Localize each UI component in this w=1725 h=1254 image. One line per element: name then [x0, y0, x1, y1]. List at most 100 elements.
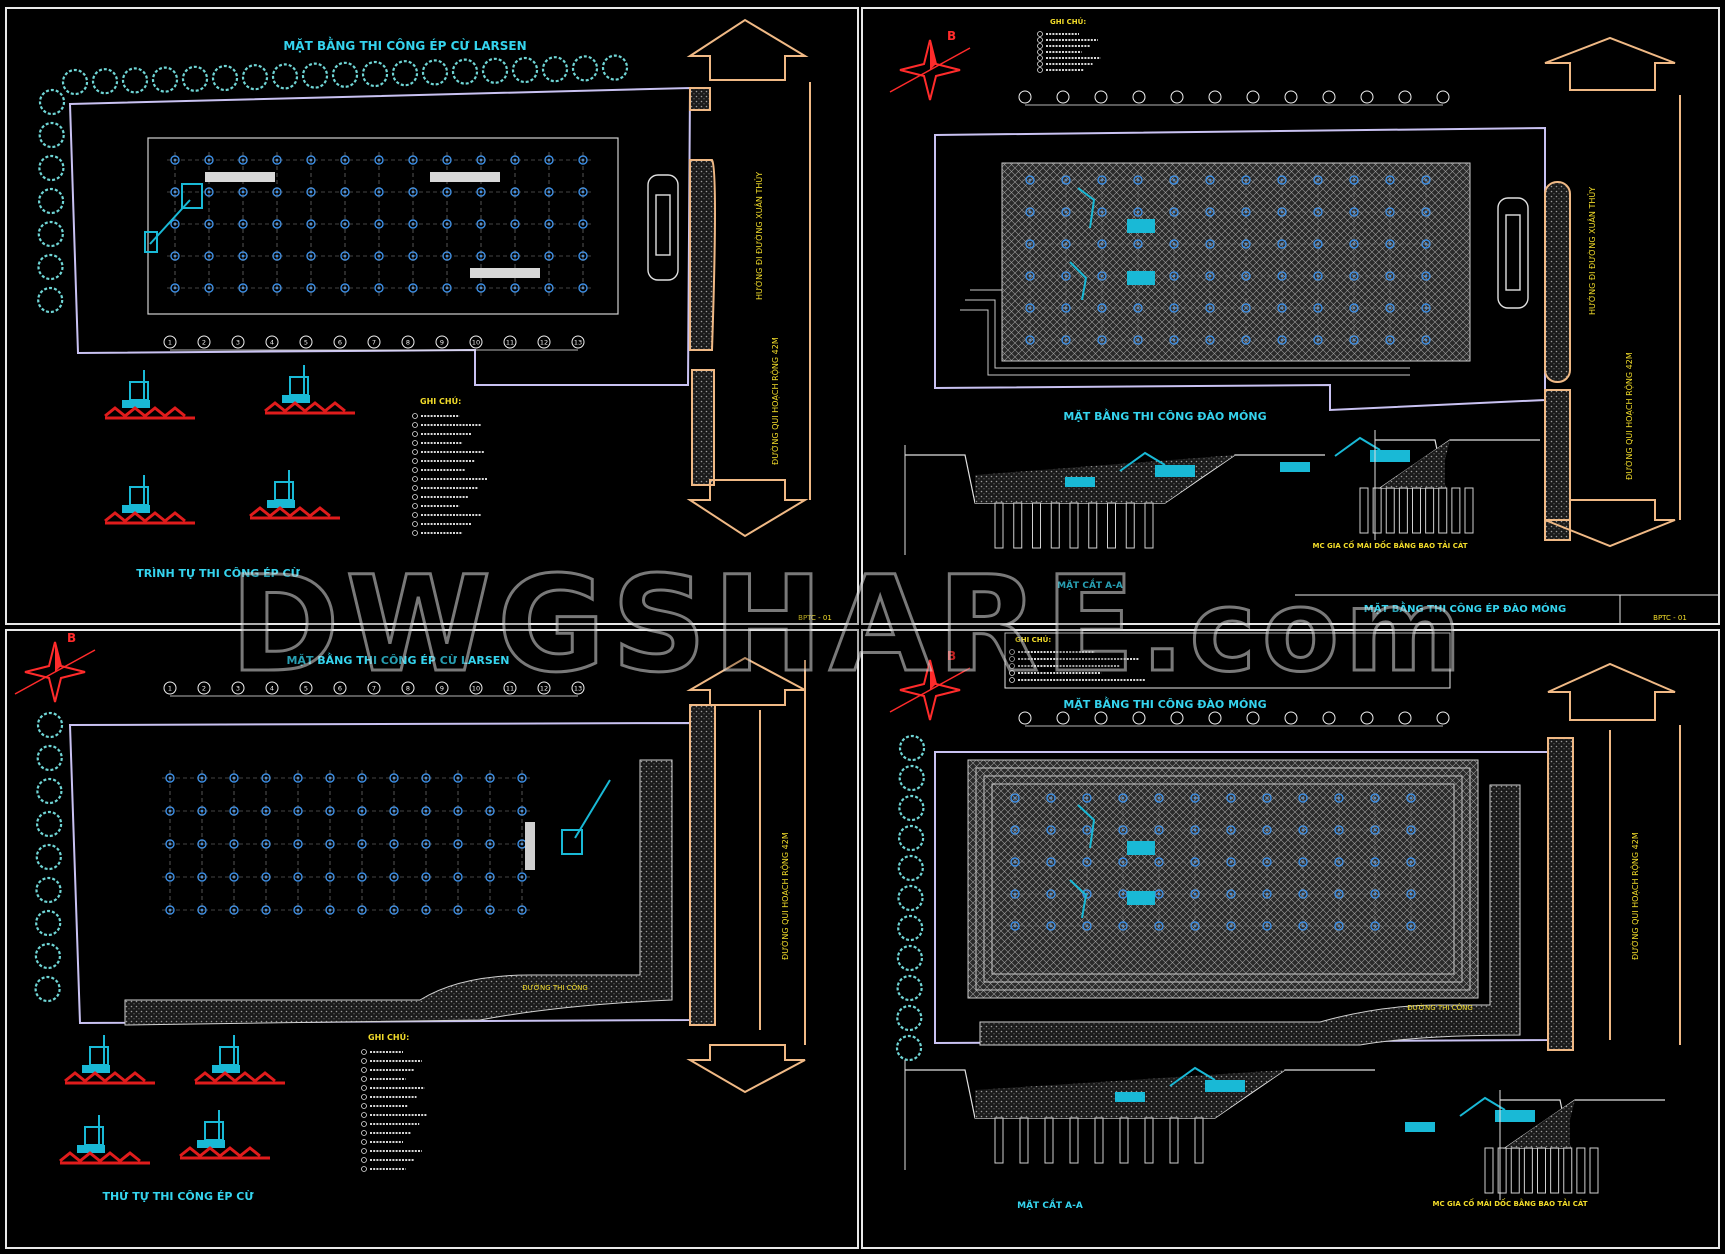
grid-axis-label: 13	[574, 685, 582, 693]
section-aa-drawing	[904, 430, 1540, 555]
bl-notes-heading: GHI CHÚ:	[368, 1031, 409, 1042]
grid-axis-bubble	[1132, 90, 1146, 104]
grid-axis-bubble	[1170, 90, 1184, 104]
tree-icon	[331, 61, 359, 88]
tree-icon	[34, 942, 62, 970]
grid-axis-bubble	[1436, 90, 1450, 104]
grid-axis-label: 1	[168, 685, 172, 693]
grid-axis-label: 7	[372, 685, 376, 693]
grid-axis-bubble	[469, 335, 483, 349]
tree-icon	[38, 121, 65, 149]
grid-axis-bubble	[299, 681, 313, 695]
grid-axis-bubble	[1398, 90, 1412, 104]
excavation-hatch	[967, 759, 1479, 999]
grid-axis-bubbles	[1018, 711, 1450, 727]
grid-axis-bubble	[1284, 90, 1298, 104]
grid-axis-bubble	[197, 335, 211, 349]
grid-axis-bubble	[1094, 711, 1108, 725]
tl-sequence-title: TRÌNH TỰ THI CÔNG ÉP CỪ	[136, 567, 300, 580]
pile-icon	[453, 872, 463, 882]
road-label-width: ĐƯỜNG QUI HOẠCH RỘNG 42M	[769, 337, 781, 465]
grid-axis-bubble	[367, 335, 381, 349]
tr-detail-label: MC GIA CỐ MÁI DỐC BẰNG BAO TẢI CÁT	[1313, 540, 1468, 550]
grid-axis-label: 9	[440, 339, 444, 347]
notes-box	[1004, 632, 1451, 689]
tr-sheet-number: BPTC - 01	[1653, 614, 1687, 622]
br-notes-heading: GHI CHÚ:	[1015, 635, 1051, 644]
tree-icon	[61, 68, 89, 96]
tree-icon	[541, 56, 569, 83]
tree-icon	[37, 253, 64, 281]
frame-bottom-right	[861, 629, 1720, 1249]
tree-icon	[895, 1034, 923, 1062]
br-section-label: MẶT CẮT A-A	[1017, 1198, 1083, 1211]
pile-icon	[1298, 857, 1308, 867]
pile-grid	[1022, 172, 1434, 348]
tree-icon	[898, 734, 926, 762]
grid-axis-bubble	[1436, 711, 1450, 725]
excavation-hatch	[1001, 162, 1471, 362]
tree-icon	[35, 843, 62, 871]
north-arrow: B	[889, 649, 971, 721]
tree-icon	[896, 944, 924, 972]
bl-temp-road-label: ĐƯỜNG THI CÔNG	[522, 983, 588, 992]
grid-axis-label: 2	[202, 685, 206, 693]
tree-icon	[897, 854, 924, 882]
tree-icon	[241, 64, 269, 91]
grid-axis-label: 4	[270, 339, 274, 347]
grid-axis-bubble	[1398, 711, 1412, 725]
tree-icon	[271, 63, 299, 90]
slope-steps	[960, 289, 1410, 376]
tree-icon	[36, 777, 63, 805]
grid-axis-bubble	[265, 681, 279, 695]
grid-axis-label: 4	[270, 685, 274, 693]
grid-axis-bubble	[197, 681, 211, 695]
tree-icon	[35, 810, 63, 838]
right-road	[1547, 662, 1681, 1051]
grid-axis-label: 3	[236, 339, 240, 347]
temporary-road	[124, 759, 673, 1026]
tree-icon	[37, 187, 65, 215]
road-label-width: ĐƯỜNG QUI HOẠCH RỘNG 42M	[1623, 352, 1635, 480]
pile-icon	[1046, 857, 1056, 867]
grid-axis-label: 6	[338, 339, 342, 347]
grid-axis-bubble	[163, 335, 177, 349]
br-temp-road-label: ĐƯỜNG THI CÔNG	[1407, 1003, 1473, 1012]
bl-title: MẶT BẰNG THI CÔNG ÉP CỪ LARSEN	[286, 652, 509, 667]
tree-icon	[897, 884, 924, 912]
grid-axis-bubble	[1208, 711, 1222, 725]
grid-axis-label: 10	[472, 339, 480, 347]
tr-section-label: MẶT CẮT A-A	[1057, 578, 1123, 591]
grid-axis-bubble	[469, 681, 483, 695]
frame-top-right	[861, 7, 1720, 625]
tree-icon	[391, 60, 419, 87]
slope-steps	[975, 767, 1471, 991]
grid-axis-label: 7	[372, 339, 376, 347]
tree-icon	[211, 64, 239, 92]
crane-mats	[205, 172, 540, 278]
br-road-label: ĐƯỜNG QUI HOẠCH RỘNG 42M	[1629, 832, 1641, 960]
grid-axis-label: 11	[506, 685, 514, 693]
grid-axis-label: 13	[574, 339, 582, 347]
tree-icon	[34, 975, 61, 1003]
pile-icon	[1061, 239, 1071, 249]
grid-axis-bubble	[1322, 90, 1336, 104]
tree-icon	[35, 909, 62, 937]
tree-icon	[601, 54, 629, 81]
sheet-frames	[5, 7, 1720, 1249]
tree-icon	[896, 974, 923, 1002]
grid-axis-bubble	[1284, 711, 1298, 725]
grid-axis-bubble	[367, 681, 381, 695]
grid-axis-bubble	[1246, 90, 1260, 104]
tree-icon	[181, 65, 209, 92]
pile-grid	[167, 152, 591, 296]
sheet-pile-machine	[525, 779, 611, 870]
section-aa-drawing	[904, 1060, 1665, 1200]
grid-axis-bubble	[401, 335, 415, 349]
grid-axis-bubble	[299, 335, 313, 349]
grid-axis-bubble	[265, 335, 279, 349]
tree-column-left	[37, 88, 66, 314]
svg-text:B: B	[947, 649, 956, 663]
pile-icon	[229, 872, 239, 882]
